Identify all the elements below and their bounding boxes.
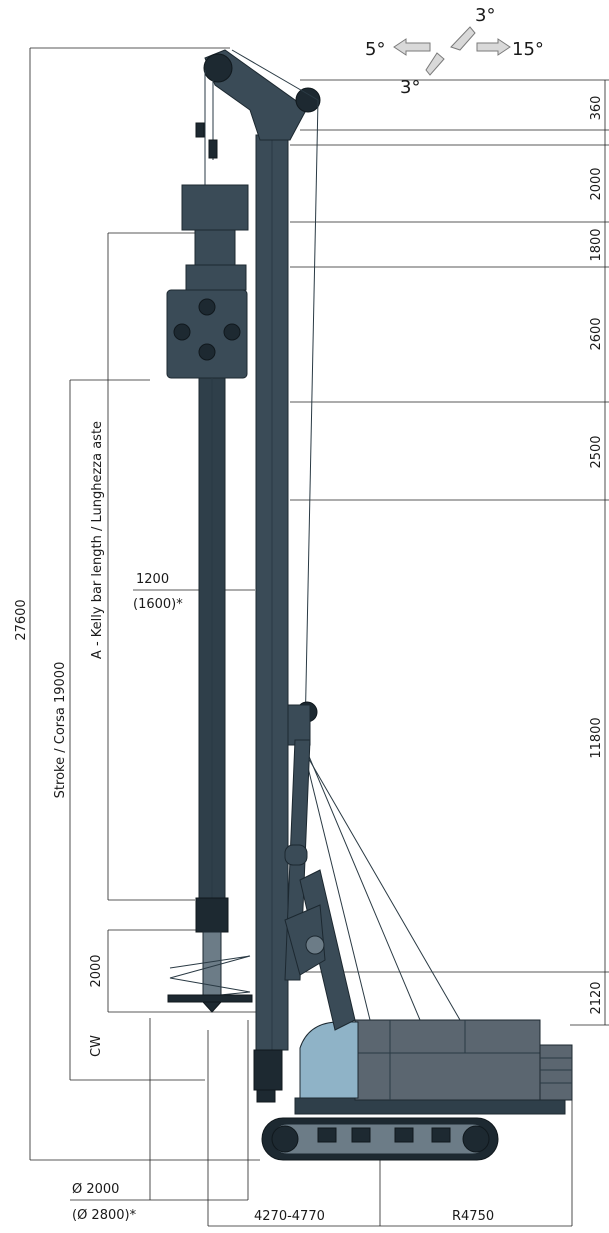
bottom-dimension-lines: [70, 1018, 573, 1227]
operator-cabin: [299, 1021, 359, 1099]
kelly-guide: [181, 184, 249, 231]
right-tilt-label: 15°: [512, 39, 544, 60]
dim-tool-height: 2000: [89, 954, 104, 987]
dim-diameter-2800: (Ø 2800)*: [72, 1208, 137, 1223]
mast-pad: [256, 1089, 276, 1103]
kelly-joint: [195, 897, 229, 933]
dim-offset-1600: (1600)*: [133, 597, 183, 612]
rotary-drive: [185, 264, 247, 291]
track-roller-icon: [431, 1127, 451, 1143]
boom-link: [284, 904, 326, 976]
front-wheel-icon: [462, 1125, 490, 1153]
dim-11800: 11800: [589, 717, 604, 758]
left-dimension-lines: [29, 47, 260, 1161]
dim-2000: 2000: [589, 167, 604, 200]
dim-2600: 2600: [589, 317, 604, 350]
pivot-bracket: [287, 704, 311, 746]
right-dimension-lines: [290, 79, 609, 1026]
crawler-track-frame: [271, 1123, 489, 1155]
dim-total-height: 27600: [14, 599, 29, 640]
crown-pulley-icon: [295, 87, 321, 113]
tilt-angle-legend: 5° 3° 15° 3°: [365, 5, 544, 98]
dim-2120: 2120: [589, 981, 604, 1014]
rotary-bolt-icon: [223, 323, 241, 341]
crown-pulley-icon: [203, 53, 233, 83]
rotary-bolt-icon: [198, 343, 216, 361]
drilling-rig: [166, 49, 573, 1161]
auger-stem: [202, 931, 222, 1003]
dim-reach: 4270-4770: [254, 1209, 325, 1224]
counterweight: [539, 1044, 573, 1101]
track-roller-icon: [317, 1127, 337, 1143]
dim-360: 360: [589, 96, 604, 121]
rotary-bolt-icon: [198, 298, 216, 316]
auger-teeth: [167, 994, 253, 1003]
dim-cw: CW: [89, 1035, 104, 1057]
down-tilt-arrow-icon: [425, 52, 445, 76]
dim-stroke: Stroke / Corsa 19000: [53, 662, 68, 799]
pilot-bit-icon: [201, 1001, 223, 1013]
bottom-tilt-label: 3°: [400, 77, 420, 98]
rear-wheel-icon: [271, 1125, 299, 1153]
track-roller-icon: [394, 1127, 414, 1143]
up-tilt-arrow-icon: [450, 26, 476, 51]
track-roller-icon: [351, 1127, 371, 1143]
hook-block-icon: [195, 122, 205, 138]
auger-tool: [167, 931, 253, 1013]
kelly-swivel: [194, 229, 236, 266]
dim-offset-1200: 1200: [136, 572, 169, 587]
winch-drum: [284, 844, 308, 866]
dim-kelly-bar-length: A - Kelly bar length / Lunghezza aste: [90, 421, 105, 659]
right-arrow-icon: [476, 38, 511, 56]
hook-block-icon: [208, 139, 218, 159]
mast-foot: [253, 1049, 283, 1091]
engine-housing: [354, 1019, 541, 1101]
dim-radius: R4750: [452, 1209, 494, 1224]
rotary-bolt-icon: [173, 323, 191, 341]
dim-diameter-2000: Ø 2000: [72, 1182, 119, 1197]
left-tilt-label: 5°: [365, 39, 385, 60]
dim-1800: 1800: [589, 228, 604, 261]
dim-2500: 2500: [589, 435, 604, 468]
boom-pin-icon: [305, 935, 325, 955]
left-arrow-icon: [393, 38, 431, 56]
top-tilt-label: 3°: [475, 5, 495, 26]
